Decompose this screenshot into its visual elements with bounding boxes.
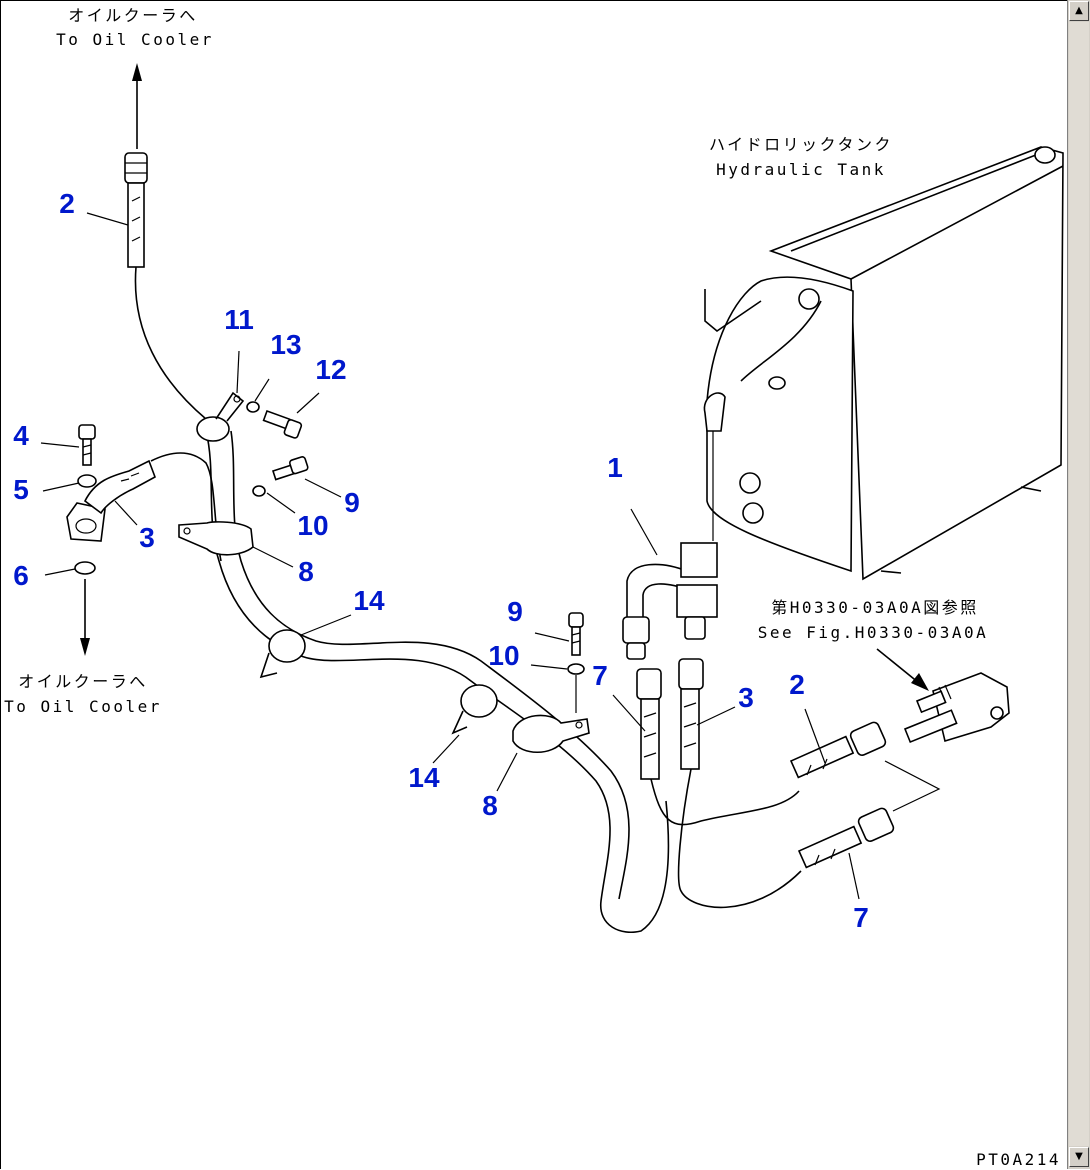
tank-label-en: Hydraulic Tank xyxy=(716,160,886,179)
valve-block xyxy=(903,672,1010,744)
callout-3-left: 3 xyxy=(139,522,155,553)
callout-13: 13 xyxy=(270,329,301,360)
hose-7-right xyxy=(797,807,895,869)
clamp-11 xyxy=(196,391,245,442)
callout-3-right: 3 xyxy=(738,682,754,713)
callout-7-right: 7 xyxy=(853,902,869,933)
parts-diagram: オイルクーラへ To Oil Cooler xyxy=(4,6,1064,1169)
washer-13 xyxy=(246,401,260,413)
callout-10-upper: 10 xyxy=(297,510,328,541)
hose-7-line xyxy=(677,768,802,909)
see-fig-en: See Fig.H0330-03A0A xyxy=(758,623,989,642)
callout-2-top: 2 xyxy=(59,188,75,219)
tank-label-jp: ハイドロリックタンク xyxy=(709,135,893,154)
oring-6 xyxy=(74,561,96,575)
callout-11: 11 xyxy=(224,304,254,335)
hose-2-line xyxy=(650,778,800,826)
bolt-4 xyxy=(78,424,96,466)
callout-9-upper: 9 xyxy=(344,487,360,518)
scroll-track[interactable] xyxy=(1069,22,1089,1146)
top-oil-cooler-jp: オイルクーラへ xyxy=(68,6,198,25)
hose-3-vertical xyxy=(678,658,704,770)
see-fig-jp: 第H0330-03A0A図参照 xyxy=(771,598,978,617)
down-arrow-icon xyxy=(80,579,90,656)
hose-7-vertical xyxy=(636,668,662,780)
hose-2-right xyxy=(789,721,887,779)
clamp-8-lower xyxy=(512,714,590,753)
elbow-3 xyxy=(66,452,222,562)
callout-1: 1 xyxy=(607,452,623,483)
callout-8-upper: 8 xyxy=(298,556,314,587)
callout-9-lower: 9 xyxy=(507,596,523,627)
bracket-line xyxy=(884,760,941,812)
clamp-8-upper xyxy=(178,521,254,556)
see-fig-arrow-icon xyxy=(876,648,929,691)
callout-6: 6 xyxy=(13,560,29,591)
scroll-up-icon[interactable]: ▲ xyxy=(1069,1,1089,21)
hose-2-top xyxy=(124,152,207,420)
left-oil-cooler-en: To Oil Cooler xyxy=(4,697,162,716)
callout-10-lower: 10 xyxy=(488,640,519,671)
callout-numbers: 2 11 13 12 4 5 3 6 9 10 8 14 1 9 10 7 3 … xyxy=(13,188,869,933)
leader-lines xyxy=(40,212,860,900)
clamp-14-upper xyxy=(259,629,306,679)
scroll-down-icon[interactable]: ▼ xyxy=(1069,1147,1089,1167)
callout-12: 12 xyxy=(315,354,346,385)
clamp-14-lower xyxy=(451,684,498,735)
callout-8-lower: 8 xyxy=(482,790,498,821)
drawing-code: PT0A214 xyxy=(976,1150,1061,1169)
hydraulic-tank: ハイドロリックタンク Hydraulic Tank xyxy=(703,135,1064,581)
up-arrow-icon xyxy=(132,63,142,149)
callout-5: 5 xyxy=(13,474,29,505)
bolt-9-upper xyxy=(271,456,309,481)
callout-2-right: 2 xyxy=(789,669,805,700)
callout-14-lower: 14 xyxy=(408,762,440,793)
washer-5 xyxy=(77,474,97,488)
tube-1 xyxy=(622,542,718,660)
top-oil-cooler-en: To Oil Cooler xyxy=(56,30,214,49)
bolt-12 xyxy=(262,409,303,439)
bolt-9-lower xyxy=(568,612,584,656)
washer-10-lower xyxy=(567,663,585,675)
washer-10-upper xyxy=(252,485,266,497)
callout-4: 4 xyxy=(13,420,29,451)
callout-7-vertical: 7 xyxy=(592,660,608,691)
vertical-scrollbar[interactable]: ▲ ▼ xyxy=(1067,0,1090,1169)
left-oil-cooler-jp: オイルクーラへ xyxy=(18,672,148,691)
callout-14-upper: 14 xyxy=(353,585,385,616)
